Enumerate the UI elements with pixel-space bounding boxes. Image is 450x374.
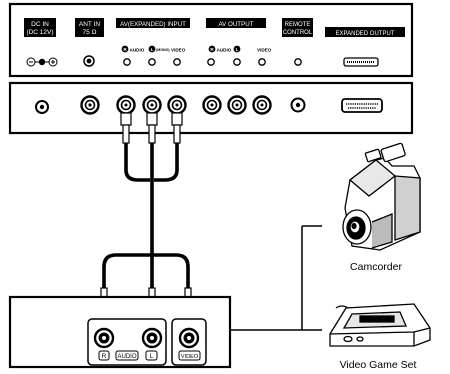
av-output-video-label: VIDEO (257, 48, 272, 53)
av-output-audio-label: AUDIO (217, 48, 232, 53)
av-cable (98, 112, 194, 315)
source-r-label: R (102, 353, 107, 360)
source-audio-group (87, 318, 167, 366)
camcorder-icon (342, 142, 421, 251)
rca-jack-video-out (252, 95, 272, 115)
av-input-l-marker: L (151, 47, 154, 52)
jack-panel-border (8, 81, 414, 135)
av-input-r-jack (123, 58, 131, 66)
ant-in-label: ANT IN (79, 21, 100, 28)
camcorder-label: Camcorder (350, 261, 402, 273)
av-input-audio-label: AUDIO (130, 48, 145, 53)
av-input-sublabels: R AUDIO L (MONO) VIDEO (121, 45, 186, 53)
av-input-video-jack (173, 58, 181, 66)
dc-in-jack (35, 100, 49, 114)
expanded-output-port (341, 98, 383, 113)
av-input-label-box (116, 18, 190, 28)
remote-control-jack (290, 97, 306, 113)
source-video-label-box (178, 350, 201, 361)
source-video-group (171, 318, 207, 366)
av-output-video-jack (258, 58, 266, 66)
jack-panel (8, 81, 414, 135)
legend-panel-border (8, 2, 414, 78)
video-game-set-icon (329, 303, 431, 347)
source-rca-jack-video (178, 327, 200, 349)
remote-label-box (282, 18, 313, 37)
ant-in-jack (80, 95, 100, 115)
dc-polarity-icon (26, 57, 58, 67)
source-rca-jack-r (93, 327, 115, 349)
av-output-l-jack (233, 58, 241, 66)
rca-jack-r-out (202, 95, 222, 115)
rca-jack-l-out (227, 95, 247, 115)
av-output-r-marker: R (210, 47, 214, 52)
av-input-mono-label: (MONO) (156, 48, 170, 52)
av-output-label-box (206, 18, 266, 28)
dc-in-sublabel: (DC 12V) (26, 29, 53, 36)
connector-legend-panel: DC IN (DC 12V) ANT IN 75 Ω AV(EXPANDED) … (8, 2, 414, 78)
av-output-r-jack (207, 58, 215, 66)
ant-in-sublabel: 75 Ω (83, 29, 97, 36)
ant-in-label-box (75, 18, 104, 37)
av-input-r-marker: R (123, 47, 127, 52)
remote-label: REMOTE (285, 22, 311, 28)
av-input-l-jack (148, 58, 156, 66)
source-l-label: L (150, 353, 154, 360)
dc-in-label: DC IN (31, 21, 49, 28)
av-output-sublabels: R AUDIO L VIDEO (208, 45, 272, 53)
av-output-label: AV OUTPUT (219, 21, 254, 28)
remote-sublabel: CONTROL (283, 30, 313, 36)
source-device-panel: R AUDIO L VIDEO (8, 295, 232, 369)
expanded-output-connector-icon (343, 57, 379, 67)
source-audio-label-box (115, 350, 139, 361)
rca-plug-icon (120, 112, 183, 144)
device-bracket (230, 225, 322, 331)
antenna-jack-icon (83, 55, 95, 67)
av-output-jacks (202, 95, 272, 115)
expanded-output-label-box (325, 27, 405, 37)
source-r-label-box (98, 350, 110, 361)
source-video-label: VIDEO (181, 354, 199, 360)
source-rca-jack-l (141, 327, 163, 349)
game-set-label: Video Game Set (340, 359, 417, 371)
av-output-l-marker: L (236, 47, 239, 52)
source-audio-label: AUDIO (117, 354, 136, 360)
dc-in-label-box (24, 18, 56, 37)
av-input-label: AV(EXPANDED) INPUT (120, 21, 186, 28)
source-l-label-box (145, 350, 158, 361)
av-input-video-label: VIDEO (171, 48, 186, 53)
remote-jack (294, 58, 302, 66)
expanded-output-label: EXPANDED OUTPUT (336, 31, 395, 37)
